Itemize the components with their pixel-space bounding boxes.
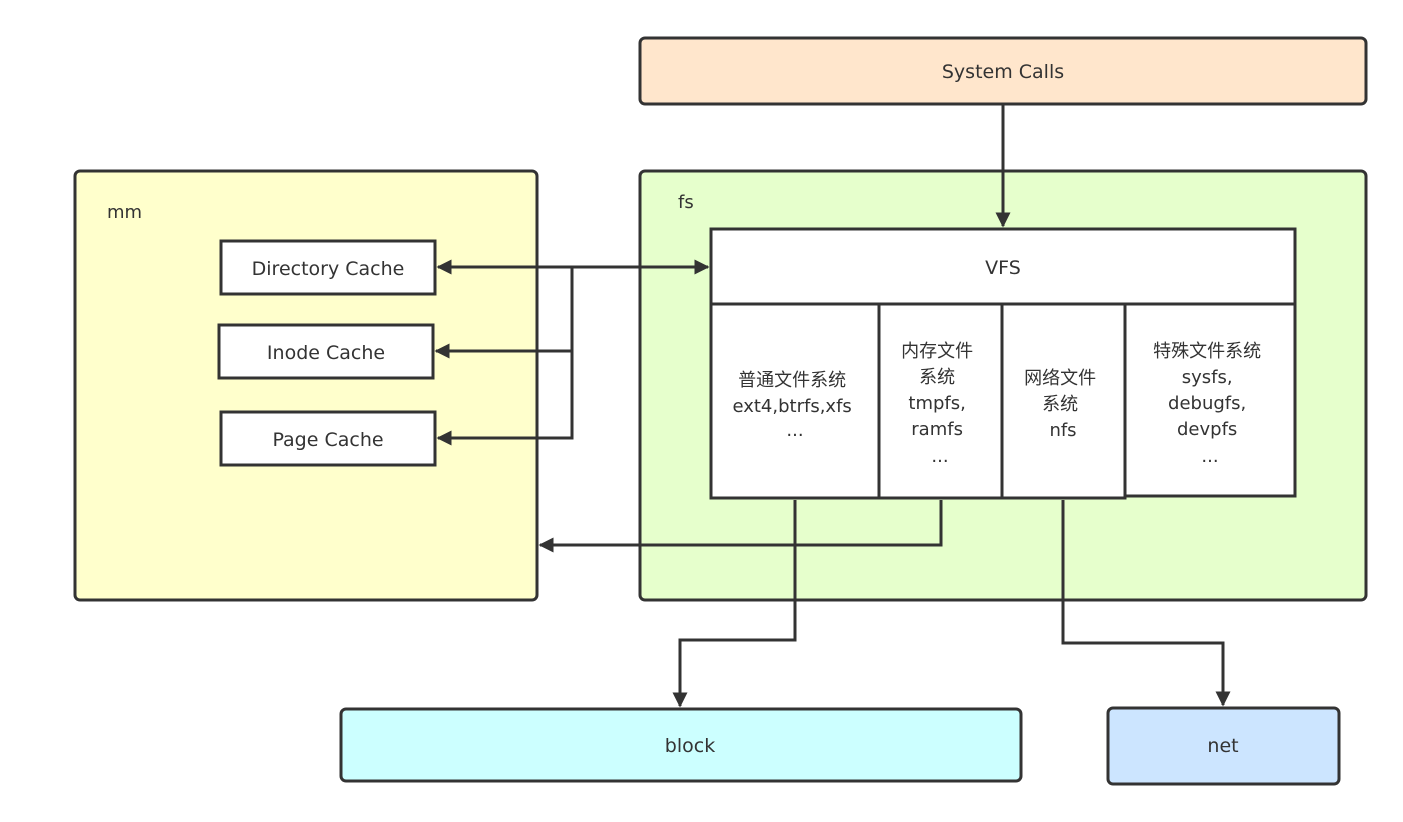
directory-cache-box [219,239,437,296]
system-calls-label: System Calls [942,61,1064,83]
special-fs-line: 特殊文件系统 [1153,341,1261,362]
page-cache-box [219,410,437,467]
mm-box [73,169,539,602]
special-fs-box [1123,302,1297,498]
edge-network-fs-to-net [1061,500,1231,707]
network-fs-label: 网络文件 系统 nfs [1024,368,1102,441]
edge-memory-fs-to-mm [538,500,943,553]
inode-cache-box [217,323,435,380]
special-fs-cell[interactable]: 特殊文件系统 sysfs, debugfs, devpfs ... [1123,302,1297,498]
page-cache-label: Page Cache [272,429,383,451]
memory-fs-line: ramfs [911,419,963,440]
directory-cache-node[interactable]: Directory Cache [219,239,437,296]
mm-label: mm [107,202,142,223]
regular-fs-box [709,302,881,500]
special-fs-label: 特殊文件系统 sysfs, debugfs, devpfs ... [1153,341,1267,467]
regular-fs-label: 普通文件系统 ext4,btrfs,xfs ... [732,370,857,441]
special-fs-line: devpfs [1177,419,1237,440]
block-box [339,707,1023,783]
special-fs-line: sysfs, [1182,367,1233,388]
regular-fs-line: ext4,btrfs,xfs [732,396,851,417]
edge-vfs-to-page-cache [436,351,574,446]
edge-regular-fs-to-block [672,500,797,708]
inode-cache-label: Inode Cache [267,342,385,364]
special-fs-line: debugfs, [1168,393,1246,414]
system-calls-node[interactable]: System Calls [638,36,1368,106]
special-fs-line: ... [1201,446,1218,467]
memory-fs-line: 系统 [919,367,955,388]
regular-fs-line: ... [786,420,803,441]
network-fs-line: 系统 [1042,394,1078,415]
directory-cache-label: Directory Cache [252,258,405,280]
memory-fs-line: ... [931,446,948,467]
memory-fs-cell[interactable]: 内存文件 系统 tmpfs, ramfs ... [877,302,1004,500]
net-node[interactable]: net [1106,706,1341,786]
block-label: block [665,735,715,757]
inode-cache-node[interactable]: Inode Cache [217,323,435,380]
fs-label: fs [678,192,694,213]
page-cache-node[interactable]: Page Cache [219,410,437,467]
network-fs-line: 网络文件 [1024,368,1096,389]
memory-fs-line: 内存文件 [901,341,973,362]
regular-fs-cell[interactable]: 普通文件系统 ext4,btrfs,xfs ... [709,302,881,500]
mm-container[interactable]: mm [73,169,539,602]
network-fs-cell[interactable]: 网络文件 系统 nfs [1000,302,1127,500]
vfs-node[interactable]: VFS [709,227,1297,306]
regular-fs-line: 普通文件系统 [738,370,846,391]
memory-fs-line: tmpfs, [908,393,965,414]
network-fs-line: nfs [1049,420,1076,441]
block-node[interactable]: block [339,707,1023,783]
vfs-label: VFS [985,257,1021,279]
net-label: net [1207,735,1238,757]
net-box [1106,706,1341,786]
memory-fs-label: 内存文件 系统 tmpfs, ramfs ... [901,341,979,467]
